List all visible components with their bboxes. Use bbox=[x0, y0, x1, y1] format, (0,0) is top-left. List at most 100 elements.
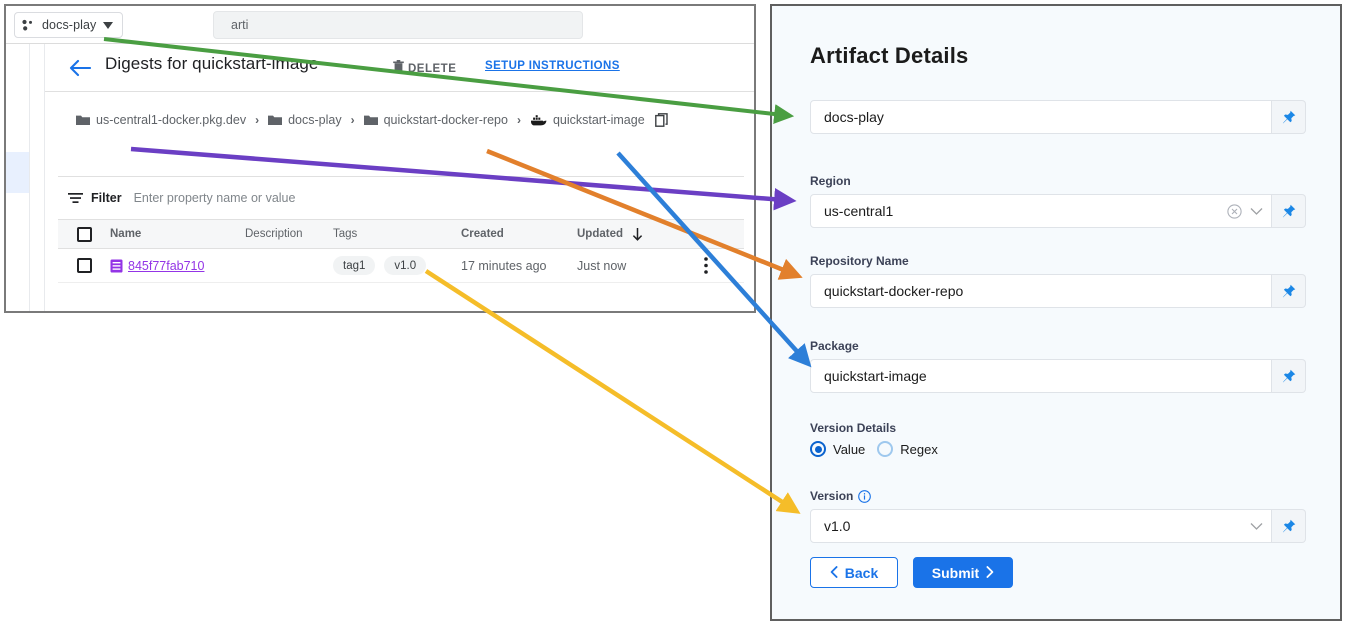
radio-regex[interactable]: Regex bbox=[877, 441, 938, 457]
console-left-rail bbox=[6, 44, 30, 311]
column-header-created[interactable]: Created bbox=[461, 228, 504, 240]
pin-button-region[interactable] bbox=[1272, 194, 1306, 228]
filter-label: Filter bbox=[91, 191, 122, 205]
column-header-name[interactable]: Name bbox=[110, 228, 142, 240]
cloud-console-window: docs-play arti Digests for quickstart-im… bbox=[4, 4, 756, 313]
project-selector[interactable]: docs-play bbox=[14, 12, 124, 38]
back-arrow-icon[interactable] bbox=[68, 56, 92, 80]
select-all-checkbox[interactable] bbox=[58, 226, 110, 242]
package-field-value: quickstart-image bbox=[824, 368, 927, 384]
breadcrumb-separator: › bbox=[516, 113, 521, 127]
field-repository-name: Repository Name quickstart-docker-repo bbox=[810, 254, 1306, 308]
row-created-cell: 17 minutes ago bbox=[461, 258, 547, 273]
folder-icon bbox=[268, 114, 283, 126]
radio-regex-label: Regex bbox=[900, 441, 938, 457]
console-top-bar: docs-play arti bbox=[6, 6, 754, 44]
row-name-cell[interactable]: 845f77fab710 bbox=[110, 259, 245, 273]
column-header-description[interactable]: Description bbox=[245, 228, 303, 240]
breadcrumb-label-image: quickstart-image bbox=[552, 113, 645, 127]
back-button[interactable]: Back bbox=[810, 557, 898, 588]
pin-button-project[interactable] bbox=[1272, 100, 1306, 134]
repository-name-field-input[interactable]: quickstart-docker-repo bbox=[810, 274, 1272, 308]
row-tags-cell: tag1 v1.0 bbox=[333, 256, 461, 275]
delete-button[interactable]: DELETE bbox=[393, 60, 456, 78]
search-input[interactable]: arti bbox=[213, 11, 583, 39]
pin-button-repository-name[interactable] bbox=[1272, 274, 1306, 308]
submit-button-label: Submit bbox=[931, 564, 980, 581]
version-field-input[interactable]: v1.0 bbox=[810, 509, 1272, 543]
chevron-down-icon[interactable] bbox=[1250, 207, 1263, 216]
breadcrumb-label-project: docs-play bbox=[288, 113, 342, 127]
pin-button-version[interactable] bbox=[1272, 509, 1306, 543]
digest-link[interactable]: 845f77fab710 bbox=[110, 259, 245, 273]
version-details-label: Version Details bbox=[810, 421, 897, 435]
breadcrumb-item-repository[interactable]: quickstart-docker-repo bbox=[363, 113, 508, 127]
breadcrumb-item-registry[interactable]: us-central1-docker.pkg.dev bbox=[76, 113, 246, 127]
field-version: Version v1.0 bbox=[810, 489, 1306, 543]
filter-icon bbox=[68, 192, 91, 204]
radio-regex-indicator bbox=[877, 441, 894, 457]
region-label: Region bbox=[810, 174, 851, 188]
package-label: Package bbox=[810, 339, 859, 353]
pin-icon bbox=[1282, 369, 1295, 383]
panel-title: Artifact Details bbox=[810, 43, 969, 68]
package-field-input[interactable]: quickstart-image bbox=[810, 359, 1272, 393]
project-field-input[interactable]: docs-play bbox=[810, 100, 1272, 134]
field-region: Region us-central1 bbox=[810, 174, 1306, 228]
breadcrumb-separator: › bbox=[350, 113, 355, 127]
setup-instructions-link[interactable]: SETUP INSTRUCTIONS bbox=[485, 60, 620, 72]
filter-input[interactable]: Enter property name or value bbox=[133, 191, 296, 205]
page-title: Digests for quickstart-image bbox=[105, 54, 319, 73]
pin-icon bbox=[1282, 204, 1295, 218]
copy-icon[interactable] bbox=[645, 113, 668, 127]
pin-button-package[interactable] bbox=[1272, 359, 1306, 393]
tag-chip[interactable]: tag1 bbox=[333, 256, 376, 275]
pin-icon bbox=[1282, 519, 1295, 533]
trash-icon bbox=[393, 60, 404, 78]
panel-action-buttons: Back Submit bbox=[810, 557, 1013, 588]
folder-icon bbox=[363, 114, 378, 126]
repository-name-field-value: quickstart-docker-repo bbox=[824, 283, 964, 299]
column-header-tags[interactable]: Tags bbox=[333, 228, 358, 240]
radio-value[interactable]: Value bbox=[810, 441, 865, 457]
rail-active-item[interactable] bbox=[6, 152, 29, 193]
version-label-row: Version bbox=[810, 489, 1306, 503]
pin-icon bbox=[1282, 284, 1295, 298]
clear-icon[interactable] bbox=[1227, 203, 1242, 219]
submit-button[interactable]: Submit bbox=[913, 557, 1013, 588]
row-checkbox[interactable] bbox=[58, 258, 110, 273]
radio-value-indicator bbox=[810, 441, 826, 457]
back-button-label: Back bbox=[844, 564, 879, 581]
column-header-updated[interactable]: Updated bbox=[577, 227, 685, 241]
tag-chip[interactable]: v1.0 bbox=[384, 256, 427, 275]
radio-value-label: Value bbox=[833, 441, 866, 457]
table-header-row: Name Description Tags Created Updated bbox=[58, 219, 744, 249]
docker-whale-icon bbox=[530, 114, 547, 126]
chevron-left-icon bbox=[830, 565, 838, 581]
field-package: Package quickstart-image bbox=[810, 339, 1306, 393]
chevron-down-icon[interactable] bbox=[1250, 522, 1263, 531]
row-updated-cell: Just now bbox=[577, 258, 627, 273]
search-input-value: arti bbox=[231, 18, 249, 32]
version-label: Version bbox=[810, 489, 854, 503]
arrow-down-icon bbox=[632, 227, 643, 241]
delete-button-label: DELETE bbox=[408, 63, 457, 75]
version-field-value: v1.0 bbox=[824, 518, 851, 534]
region-field-input[interactable]: us-central1 bbox=[810, 194, 1272, 228]
breadcrumb-item-image[interactable]: quickstart-image bbox=[530, 113, 645, 127]
chevron-right-icon bbox=[986, 565, 994, 581]
breadcrumb-item-project[interactable]: docs-play bbox=[268, 113, 342, 127]
filter-bar[interactable]: Filter Enter property name or value bbox=[58, 176, 744, 219]
digests-table: Name Description Tags Created Updated bbox=[58, 219, 744, 311]
row-actions-menu[interactable] bbox=[685, 257, 744, 274]
artifact-details-panel: Artifact Details docs-play Region us-cen… bbox=[770, 4, 1342, 621]
region-field-value: us-central1 bbox=[824, 203, 894, 219]
field-project: docs-play bbox=[810, 100, 1306, 134]
page-header: Digests for quickstart-image DELETE SETU… bbox=[45, 44, 754, 92]
repository-name-label: Repository Name bbox=[810, 254, 909, 268]
table-footer-space bbox=[58, 283, 744, 311]
table-row[interactable]: 845f77fab710 tag1 v1.0 17 minutes ago Ju… bbox=[58, 249, 744, 283]
info-icon[interactable] bbox=[858, 489, 872, 503]
breadcrumb-separator: › bbox=[255, 113, 260, 127]
